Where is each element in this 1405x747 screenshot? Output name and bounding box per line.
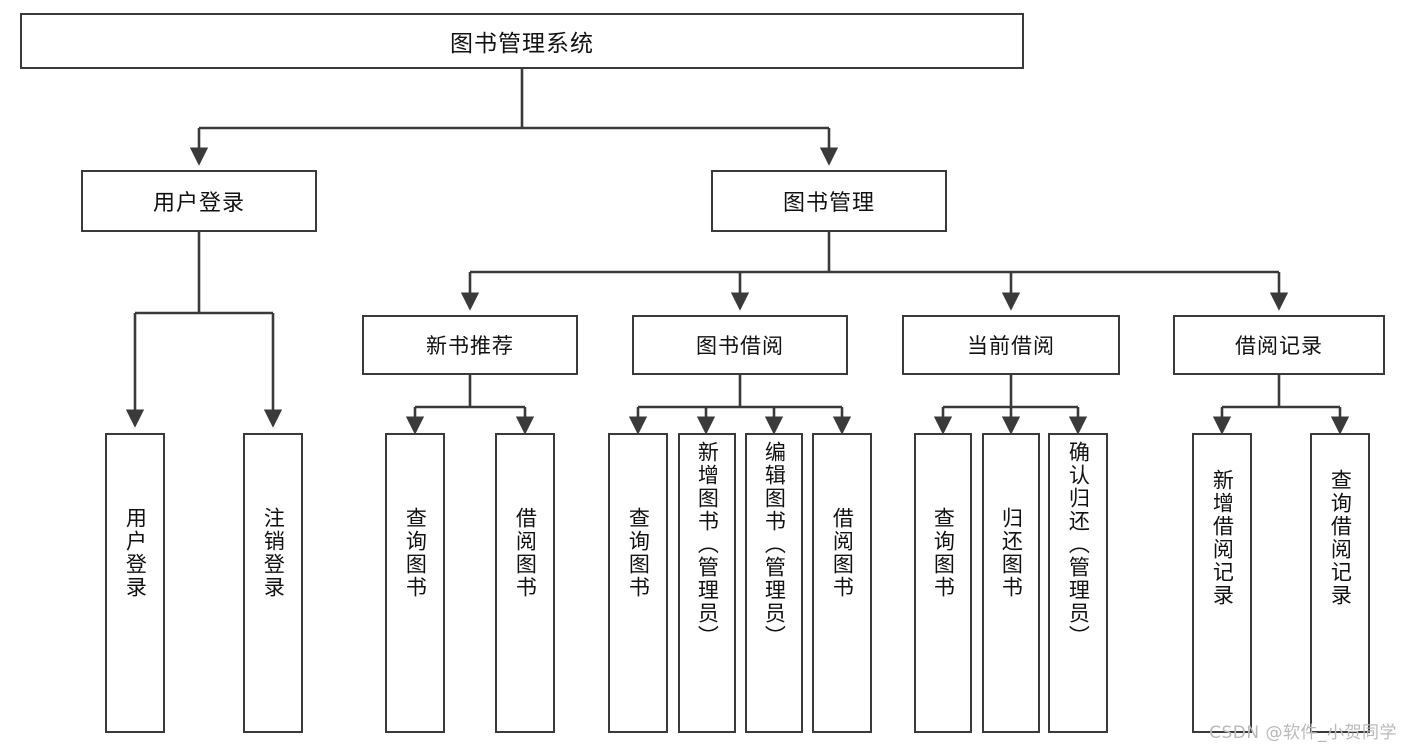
node-label: 图书借阅 — [696, 334, 784, 358]
node-label: 用户登录 — [152, 191, 245, 216]
leaf-confirm-return-admin[interactable]: 确认归还（管理员） — [1048, 433, 1108, 733]
node-label: 确认归还（管理员） — [1066, 441, 1091, 648]
node-label: 新书推荐 — [426, 334, 514, 358]
node-label: 查询图书 — [403, 507, 428, 599]
node-root-book-management-system[interactable]: 图书管理系统 — [20, 13, 1024, 69]
node-borrowing-record[interactable]: 借阅记录 — [1173, 315, 1385, 375]
node-book-borrowing[interactable]: 图书借阅 — [632, 315, 848, 375]
leaf-edit-book-admin[interactable]: 编辑图书（管理员） — [745, 433, 803, 733]
node-new-book-recommendation[interactable]: 新书推荐 — [362, 315, 578, 375]
node-label: 借阅图书 — [513, 507, 538, 599]
leaf-return-books[interactable]: 归还图书 — [982, 433, 1040, 733]
leaf-query-books-newbook[interactable]: 查询图书 — [385, 433, 445, 733]
node-label: 借阅图书 — [830, 507, 855, 599]
node-label: 查询图书 — [626, 507, 651, 599]
leaf-query-books-borrow[interactable]: 查询图书 — [608, 433, 668, 733]
node-label: 归还图书 — [999, 507, 1024, 599]
node-book-management[interactable]: 图书管理 — [711, 170, 947, 232]
node-label: 新增借阅记录 — [1210, 469, 1235, 607]
node-label: 新增图书（管理员） — [695, 441, 720, 648]
node-label: 当前借阅 — [967, 334, 1055, 358]
node-label: 借阅记录 — [1235, 334, 1323, 358]
leaf-query-borrow-record[interactable]: 查询借阅记录 — [1310, 433, 1370, 733]
leaf-logout[interactable]: 注销登录 — [243, 433, 303, 733]
node-user-login[interactable]: 用户登录 — [81, 170, 317, 232]
node-label: 编辑图书（管理员） — [762, 441, 787, 648]
leaf-user-login[interactable]: 用户登录 — [105, 433, 165, 733]
node-label: 查询图书 — [931, 507, 956, 599]
node-label: 查询借阅记录 — [1328, 469, 1353, 607]
node-label: 图书管理系统 — [450, 31, 594, 57]
node-label: 用户登录 — [123, 507, 148, 599]
leaf-add-book-admin[interactable]: 新增图书（管理员） — [678, 433, 736, 733]
node-current-borrowing[interactable]: 当前借阅 — [902, 315, 1120, 375]
node-label: 图书管理 — [782, 191, 875, 216]
node-label: 注销登录 — [261, 507, 286, 599]
watermark-csdn: CSDN @软件_小贺同学 — [1209, 723, 1397, 743]
leaf-borrow-books[interactable]: 借阅图书 — [812, 433, 872, 733]
leaf-add-borrow-record[interactable]: 新增借阅记录 — [1192, 433, 1252, 733]
leaf-borrow-books-newbook[interactable]: 借阅图书 — [495, 433, 555, 733]
leaf-query-books-current[interactable]: 查询图书 — [914, 433, 972, 733]
